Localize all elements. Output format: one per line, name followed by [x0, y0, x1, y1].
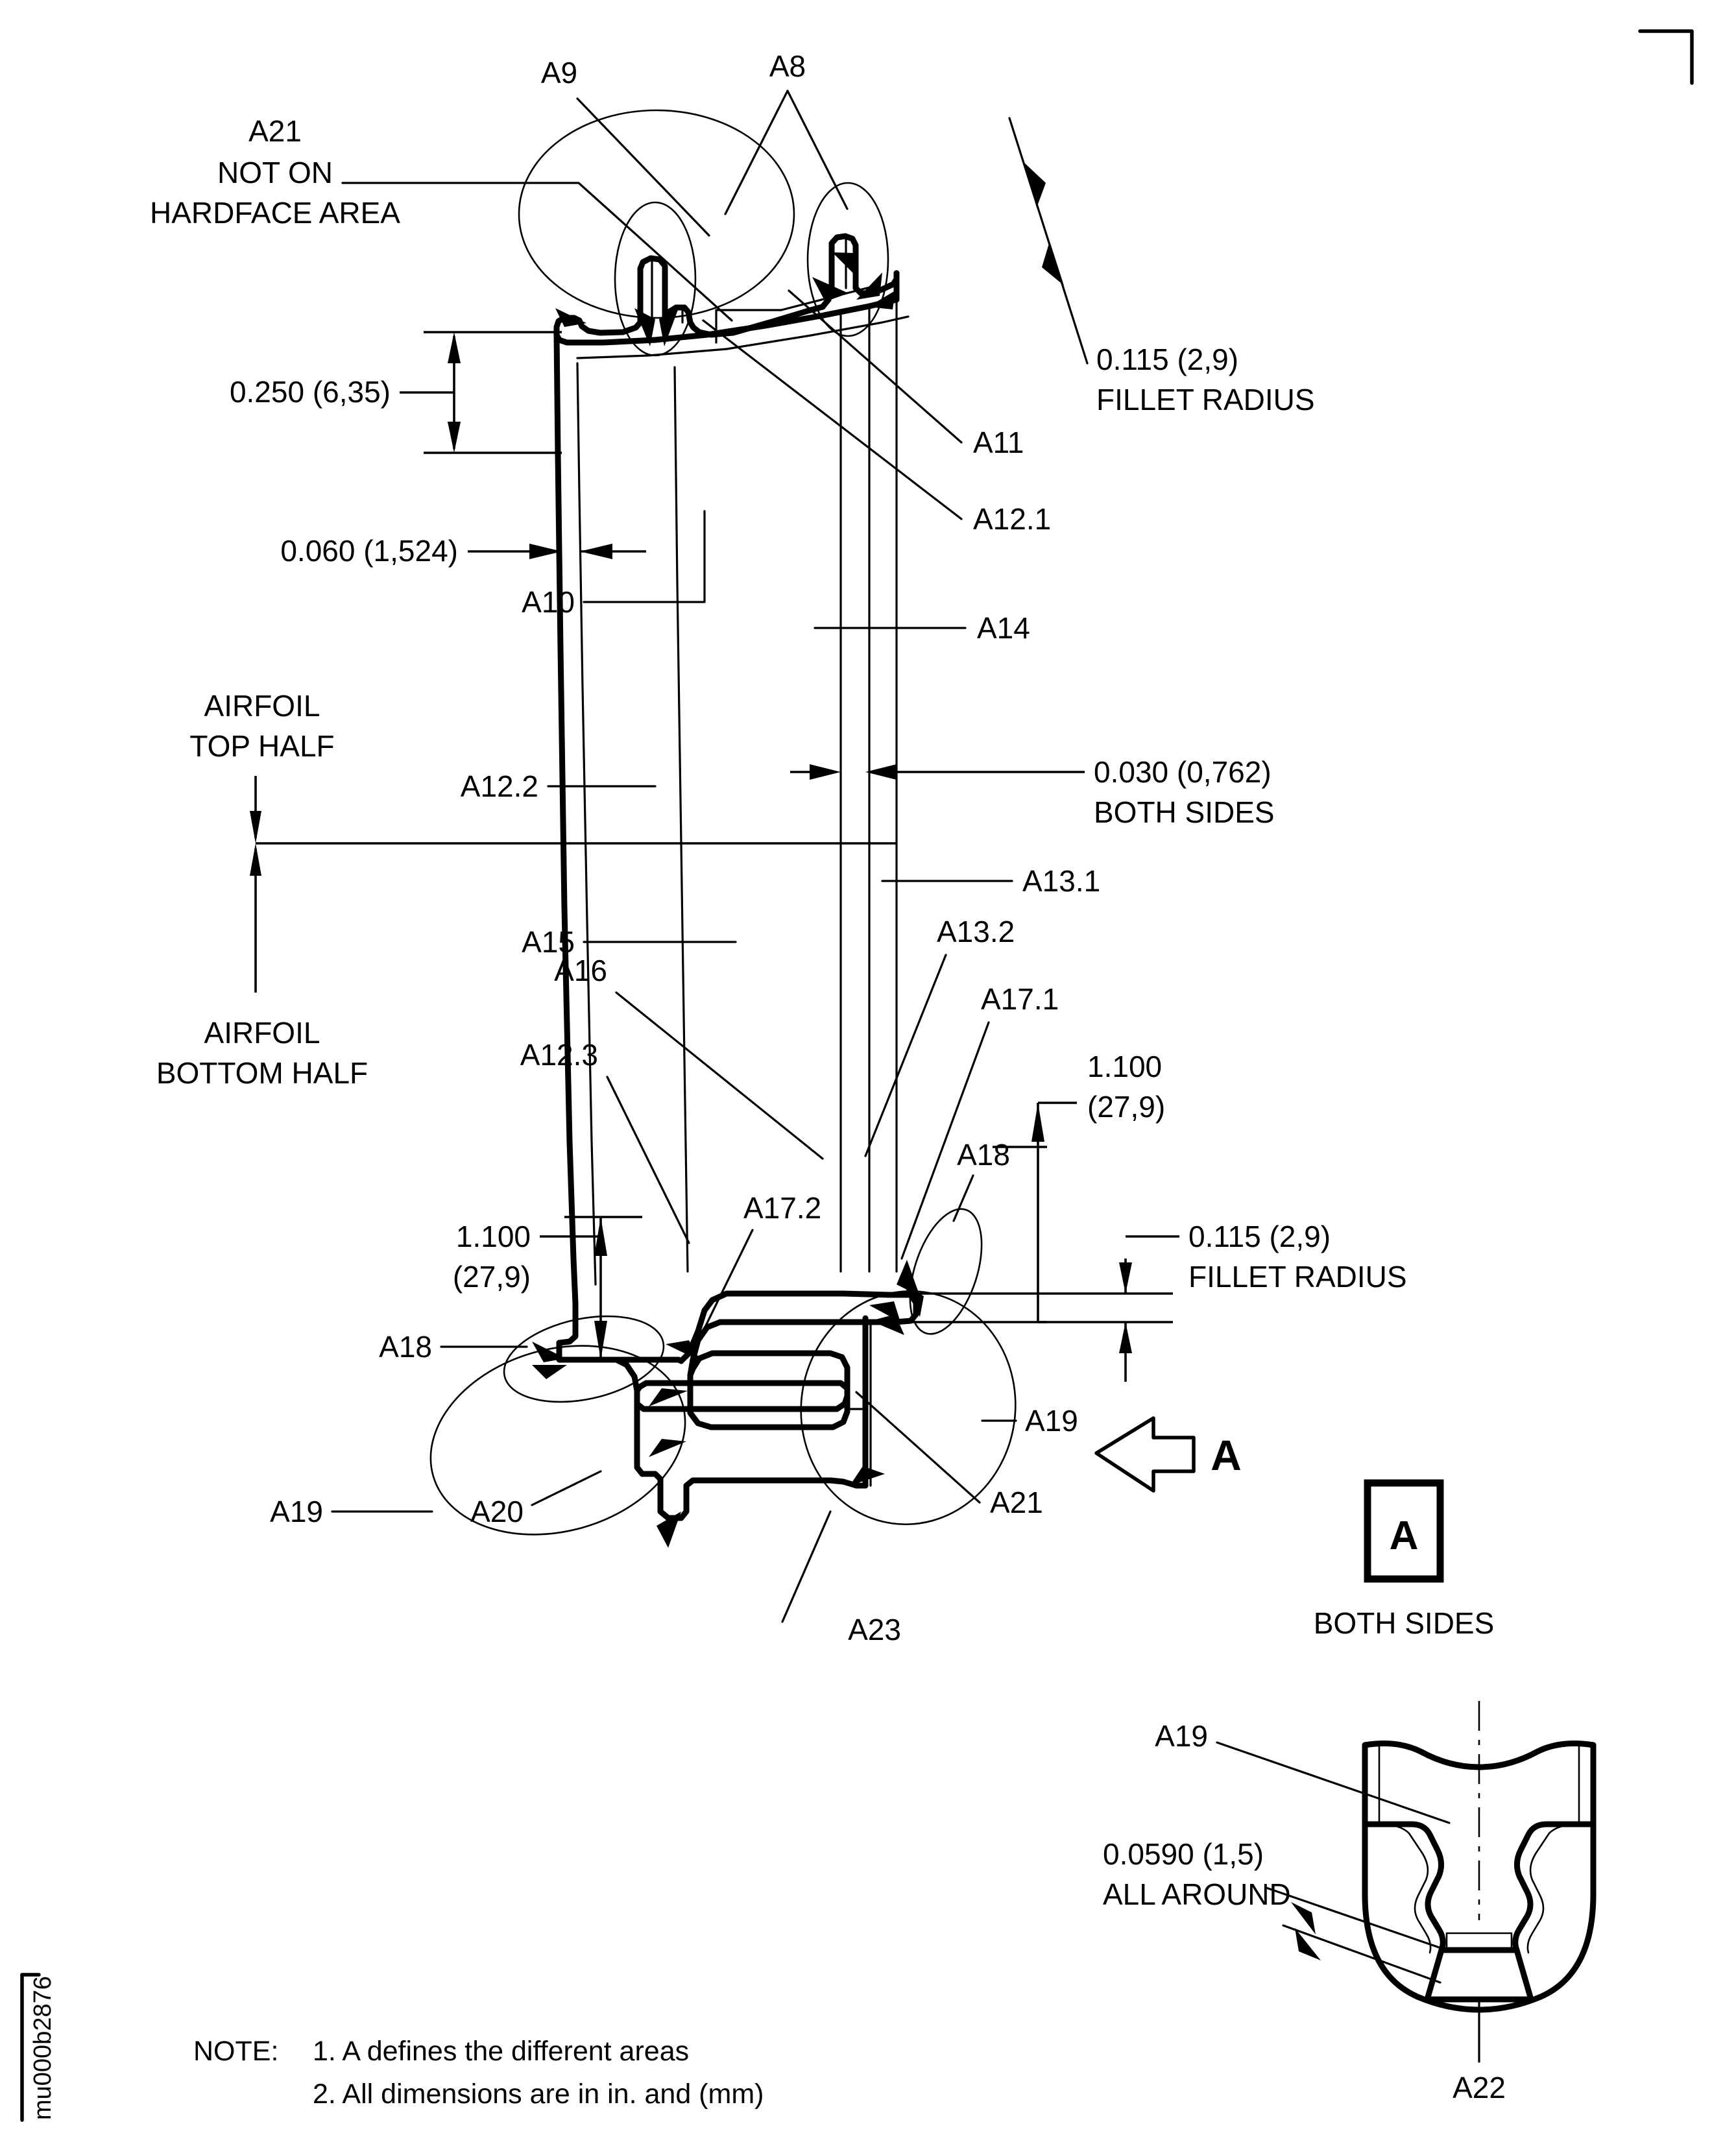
dim-platform-left-value: 1.100 [456, 1220, 531, 1253]
detail-box-frame [1364, 1479, 1444, 1583]
leader-a23: A23 [781, 1510, 901, 1646]
label-a20: A20 [470, 1495, 524, 1528]
detail-view-a: A BOTH SIDES A19 0.0590 (1,5) [1103, 1479, 1597, 2104]
label-a21-top: A21 [248, 114, 302, 148]
dim-tip-fillet: 0.115 (2,9) FILLET RADIUS [1008, 117, 1315, 416]
dim-root-fillet-note: FILLET RADIUS [1188, 1260, 1407, 1294]
label-a17-2: A17.2 [743, 1191, 821, 1225]
dim-tip-height-label: 0.250 (6,35) [230, 375, 391, 409]
notes-block: NOTE: 1. A defines the different areas 2… [193, 2036, 764, 2110]
leader-a21-top: A21 NOT ON HARDFACE AREA [150, 114, 733, 322]
label-a14: A14 [977, 611, 1030, 645]
corner-registration-mark [1638, 29, 1694, 85]
label-a19-left: A19 [270, 1495, 323, 1528]
label-a19-detail: A19 [1155, 1719, 1208, 1753]
leader-a13-1: A13.1 [881, 864, 1100, 898]
label-a13-2: A13.2 [937, 915, 1015, 948]
detail-box-letter: A [1390, 1513, 1419, 1558]
leader-a19-right: A19 [981, 1404, 1078, 1438]
label-a9: A9 [541, 56, 577, 90]
label-a15: A15 [522, 925, 575, 959]
leader-a12-1: A12.1 [702, 319, 1051, 536]
note-not-on-hardface-line2: HARDFACE AREA [150, 196, 400, 230]
dim-tip-fillet-value: 0.115 (2,9) [1096, 343, 1238, 376]
notes-item-2: 2. All dimensions are in in. and (mm) [313, 2079, 764, 2110]
dim-detail-all-around-value: 0.0590 (1,5) [1103, 1837, 1264, 1871]
leader-a18-lower: A18 [379, 1330, 528, 1364]
leader-a18-upper: A18 [952, 1138, 1010, 1222]
leader-a16: A16 [554, 954, 824, 1160]
dim-platform-right: 1.100 (27,9) [993, 1050, 1165, 1323]
tip-detail-balloons [518, 109, 895, 357]
leader-a8: A8 [724, 49, 849, 215]
label-a16: A16 [554, 954, 607, 987]
label-a18-upper: A18 [957, 1138, 1010, 1172]
airfoil-half-divider [250, 776, 897, 993]
dim-wall-both-sides-value: 0.030 (0,762) [1094, 755, 1272, 789]
notes-prefix: NOTE: [193, 2036, 278, 2067]
label-airfoil-top-half-line1: AIRFOIL [204, 689, 320, 723]
dim-tip-height: 0.250 (6,35) [230, 331, 562, 454]
dim-tip-wall-label: 0.060 (1,524) [280, 534, 458, 568]
blade-section-view: 0.250 (6,35) 0.060 (1,524) 0.115 (2,9) F… [150, 49, 1407, 1646]
dim-detail-all-around-note: ALL AROUND [1103, 1877, 1291, 1911]
leader-a17-2: A17.2 [695, 1191, 821, 1345]
dim-root-fillet: 0.115 (2,9) FILLET RADIUS [827, 1220, 1407, 1382]
dim-platform-right-value: 1.100 [1087, 1050, 1162, 1083]
note-not-on-hardface-line1: NOT ON [217, 156, 333, 189]
leader-a10: A10 [522, 510, 706, 619]
section-arrow-letter: A [1211, 1431, 1242, 1479]
dim-wall-both-sides-note: BOTH SIDES [1094, 795, 1275, 829]
leader-a19-left: A19 [270, 1495, 433, 1528]
label-a12-3: A12.3 [520, 1038, 598, 1072]
label-a11: A11 [973, 426, 1024, 459]
notes-item-1: 1. A defines the different areas [313, 2036, 689, 2067]
root-detail-balloons [429, 1208, 1017, 1548]
dim-platform-right-metric: (27,9) [1087, 1090, 1165, 1124]
label-a17-1: A17.1 [981, 982, 1059, 1016]
label-a12-1: A12.1 [973, 502, 1051, 536]
leader-a14: A14 [814, 611, 1030, 645]
section-view-arrow-a: A [1094, 1416, 1242, 1493]
leader-a13-2: A13.2 [864, 915, 1015, 1157]
leader-a11: A11 [788, 289, 1024, 459]
label-a13-1: A13.1 [1022, 864, 1100, 898]
leader-a22: A22 [1453, 1999, 1506, 2104]
label-a23: A23 [848, 1613, 901, 1646]
airfoil-half-labels: AIRFOIL TOP HALF AIRFOIL BOTTOM HALF [156, 689, 368, 1090]
leader-a12-2: A12.2 [461, 769, 657, 803]
label-a18-lower: A18 [379, 1330, 432, 1364]
dim-tip-wall: 0.060 (1,524) [280, 534, 646, 568]
label-airfoil-bottom-half-line1: AIRFOIL [204, 1016, 320, 1050]
label-airfoil-top-half-line2: TOP HALF [189, 729, 334, 763]
dim-detail-all-around: 0.0590 (1,5) ALL AROUND [1103, 1837, 1448, 1984]
dim-platform-left: 1.100 (27,9) [453, 1216, 642, 1360]
dim-wall-both-sides: 0.030 (0,762) BOTH SIDES [790, 755, 1275, 829]
leader-a21-root: A21 [855, 1391, 1043, 1519]
drawing-number-block: mu000b2876 [20, 1973, 56, 2122]
leader-a15: A15 [522, 925, 737, 959]
label-a8: A8 [769, 49, 806, 83]
leader-a9: A9 [541, 56, 710, 237]
leader-a17-1: A17.1 [900, 982, 1059, 1260]
dim-platform-left-metric: (27,9) [453, 1260, 531, 1294]
drawing-number: mu000b2876 [29, 1976, 56, 2120]
dim-tip-fillet-note: FILLET RADIUS [1096, 383, 1315, 416]
label-a19-right: A19 [1025, 1404, 1078, 1438]
leader-a19-detail: A19 [1155, 1719, 1451, 1824]
label-a22: A22 [1453, 2071, 1506, 2104]
dim-root-fillet-value: 0.115 (2,9) [1188, 1220, 1331, 1253]
label-a10: A10 [522, 585, 575, 619]
label-airfoil-bottom-half-line2: BOTTOM HALF [156, 1056, 368, 1090]
leader-a20: A20 [470, 1470, 602, 1528]
leader-a12-3: A12.3 [520, 1038, 690, 1244]
detail-subtitle: BOTH SIDES [1314, 1606, 1495, 1640]
label-a12-2: A12.2 [461, 769, 538, 803]
label-a21-root: A21 [990, 1486, 1043, 1519]
